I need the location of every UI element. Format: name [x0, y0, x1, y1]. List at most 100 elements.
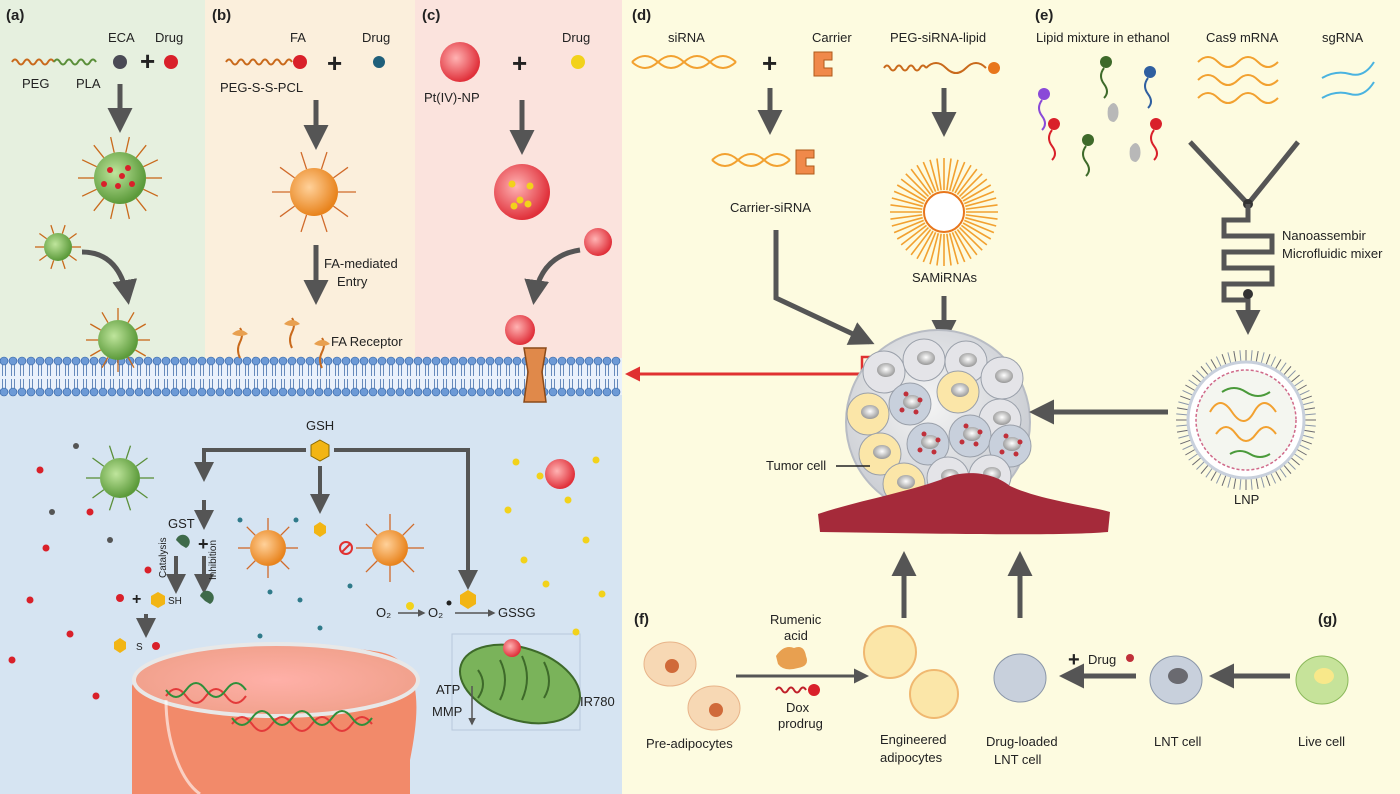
lnp-peg [1176, 429, 1189, 433]
particle-spike [68, 254, 77, 262]
lnt-cell-nucleus [1168, 668, 1188, 684]
panel-b: FA + Drug PEG-S-S-PCL FA-mediated Entry … [220, 30, 403, 369]
panel-label-a: (a) [6, 7, 24, 24]
lipid-head [1144, 66, 1156, 78]
gst-label: GST [168, 516, 195, 531]
lipid-head [35, 356, 45, 366]
drug-dot [917, 447, 923, 453]
lipid-cholesterol [1129, 143, 1141, 162]
lipid-head [251, 387, 261, 397]
lipid-head [260, 356, 270, 366]
lnp-peg [1270, 472, 1277, 484]
lnp-peg [1182, 389, 1194, 396]
lipid-head [224, 356, 234, 366]
lnp-peg [1180, 395, 1192, 401]
drug-dot [903, 391, 909, 397]
lipid-head [1150, 118, 1162, 130]
peg-chain [11, 58, 55, 66]
particle-spike [93, 197, 105, 212]
catalysis-label: Catalysis [158, 537, 169, 578]
panel-c: Pt(IV)-NP + Drug [424, 30, 612, 403]
drug-label: Drug [362, 30, 390, 45]
particle-spike [92, 457, 105, 467]
tumor-cell-nucleus [1003, 437, 1021, 451]
gsh-molecule-small [314, 522, 326, 537]
micelle-strand [893, 219, 924, 234]
mitochondrion [458, 643, 582, 725]
particle-spike [280, 560, 290, 570]
dna-helix-1 [165, 688, 247, 704]
samirna-micelle [890, 158, 998, 266]
lipid-tail [1082, 145, 1090, 177]
plus-sign: + [762, 48, 777, 78]
mitochondrion-box [451, 633, 581, 731]
drug-dot [1013, 451, 1019, 457]
drug-dot [935, 437, 941, 443]
drug-label: Drug [1088, 652, 1116, 667]
gssg-label: GSSG [498, 605, 536, 620]
ir780-label: IR780 [580, 694, 615, 709]
lipid-head [611, 356, 621, 366]
lipid-head [377, 387, 387, 397]
arrow-a-curve [81, 249, 138, 305]
tumor-cell-nucleus [877, 363, 895, 377]
lipid-head [152, 387, 162, 397]
lipid-head [512, 356, 522, 366]
particle-spike [125, 203, 130, 220]
orange-micelle-intact [250, 530, 286, 566]
lnp-peg [1250, 477, 1253, 490]
lipid-head [53, 387, 63, 397]
lipid-head [134, 387, 144, 397]
particle-spike [92, 489, 105, 499]
lnp-peg [1221, 474, 1227, 486]
gsh-conjugate [151, 592, 165, 608]
o2-label: O₂ [376, 605, 391, 620]
particle-spike [143, 159, 159, 168]
gsh-molecule [310, 439, 330, 462]
dna-helix-1b [165, 682, 247, 698]
drug-label: Drug [562, 30, 590, 45]
eca-dot [49, 509, 55, 515]
micelle-strand [960, 224, 988, 246]
drug-dot [115, 183, 121, 189]
micelle-strand [929, 159, 940, 191]
peg-s-s-pcl-chain [225, 58, 293, 66]
lipid-head [287, 356, 297, 366]
particle-spike [125, 496, 132, 511]
particle-spike [333, 205, 349, 218]
lipid-head [323, 387, 333, 397]
sh-label: SH [168, 596, 182, 607]
particle-spike [39, 254, 48, 262]
lipid-head [368, 356, 378, 366]
drug-dot [36, 466, 44, 474]
lipid-head [278, 387, 288, 397]
fa-receptor-head [232, 330, 248, 336]
tumor-cell-nucleus [861, 405, 879, 419]
particle-spike [279, 205, 295, 218]
particle-spike [39, 232, 48, 240]
lnp-peg [1298, 444, 1310, 451]
lipid-head [359, 387, 369, 397]
lipid-head [557, 356, 567, 366]
lipid-head [350, 387, 360, 397]
lipid-head [170, 356, 180, 366]
drug-dot [8, 656, 16, 664]
micelle-strand [948, 159, 959, 191]
lipid-head [62, 387, 72, 397]
lipid-head [566, 387, 576, 397]
inhibition-label: Inhibition [208, 540, 219, 580]
intracellular-region: GSH GST + Catalysis Inhibition + SH S O₂… [8, 418, 1033, 794]
lipid-head [467, 387, 477, 397]
micelle-strand [958, 226, 983, 251]
particle-spike [108, 496, 115, 511]
s-label: S [136, 642, 143, 653]
drug-dot [542, 580, 550, 588]
lnp-peg [1215, 356, 1222, 368]
lnp-label: LNP [1234, 492, 1259, 507]
lnp-peg [1227, 352, 1232, 365]
engineered-adipocyte-1 [863, 625, 917, 679]
micelle-strand [956, 168, 978, 196]
lipid-head [1082, 134, 1094, 146]
lipid-head [332, 356, 342, 366]
